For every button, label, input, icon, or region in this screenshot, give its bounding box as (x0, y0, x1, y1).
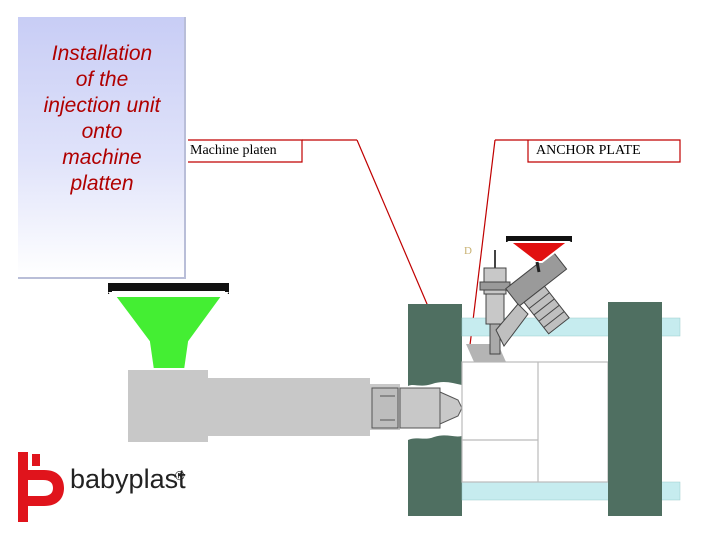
machine-platen (408, 304, 462, 516)
hopper-red-funnel (507, 241, 571, 263)
title-line: of the (75, 68, 129, 91)
callout-leader-anchor-plate (469, 139, 681, 346)
injection-barrel (208, 378, 370, 436)
injection-cylinder-rear (128, 370, 208, 442)
title-line: Installation (51, 42, 153, 65)
title-line: onto (81, 120, 123, 143)
nozzle-housing (399, 387, 441, 429)
injection-unit-body (128, 370, 463, 442)
title-line: machine (62, 146, 142, 169)
hopper-green (108, 283, 229, 372)
vertical-injection-unit: D (464, 245, 511, 355)
machine-platen-top (408, 304, 462, 386)
title-panel: Installation of the injection unit onto … (18, 17, 186, 279)
machine-platen-bottom (408, 435, 462, 516)
svg-text:D: D (464, 245, 472, 257)
slide-title: Installation of the injection unit onto … (18, 41, 186, 197)
hopper-red-rim (506, 236, 572, 242)
title-line: platten (70, 172, 134, 195)
callout-anchor-plate: ANCHOR PLATE (536, 143, 641, 158)
brand-registered-mark: ® (175, 468, 185, 483)
hopper-green-rim (108, 283, 229, 294)
callout-leader-machine-platen (188, 139, 431, 312)
moving-platen (608, 302, 662, 516)
title-line: injection unit (43, 94, 161, 117)
brand-wordmark: babyplast (70, 464, 186, 494)
mould-block (461, 361, 609, 483)
hopper-red (506, 236, 572, 273)
angled-injection-unit (495, 251, 570, 347)
barrel-coupling (371, 387, 399, 429)
babyplast-logo-icon (18, 452, 64, 522)
nozzle-tip (439, 391, 463, 425)
callout-machine-platen: Machine platen (190, 143, 277, 158)
hopper-green-funnel (108, 292, 229, 372)
